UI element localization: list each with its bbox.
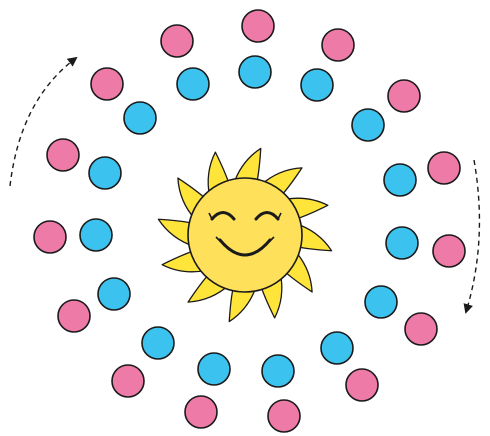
blue-circle	[352, 109, 384, 141]
blue-circle	[80, 219, 112, 251]
pink-circle	[112, 365, 144, 397]
right-rotation-arrow	[466, 160, 479, 312]
blue-circle	[239, 56, 271, 88]
pink-circle	[58, 300, 90, 332]
pink-circle	[322, 29, 354, 61]
blue-circle	[98, 278, 130, 310]
sun-face	[188, 178, 302, 292]
pink-circle	[405, 313, 437, 345]
pink-circle	[433, 235, 465, 267]
blue-circle	[142, 327, 174, 359]
pink-circle	[91, 68, 123, 100]
pink-circle	[428, 152, 460, 184]
pink-circle	[185, 396, 217, 428]
blue-circle	[262, 355, 294, 387]
blue-circle	[384, 164, 416, 196]
blue-circle	[124, 102, 156, 134]
pink-circle	[346, 369, 378, 401]
blue-circle	[177, 68, 209, 100]
blue-circle	[321, 332, 353, 364]
sun	[158, 148, 331, 321]
blue-circle	[89, 157, 121, 189]
blue-circle	[386, 227, 418, 259]
pink-circle	[47, 139, 79, 171]
pink-circle	[161, 25, 193, 57]
pink-circle	[388, 80, 420, 112]
pink-circle	[34, 221, 66, 253]
pink-circle	[242, 10, 274, 42]
blue-circle	[365, 286, 397, 318]
blue-circle	[198, 353, 230, 385]
pink-circle	[268, 400, 300, 432]
blue-circle	[301, 69, 333, 101]
